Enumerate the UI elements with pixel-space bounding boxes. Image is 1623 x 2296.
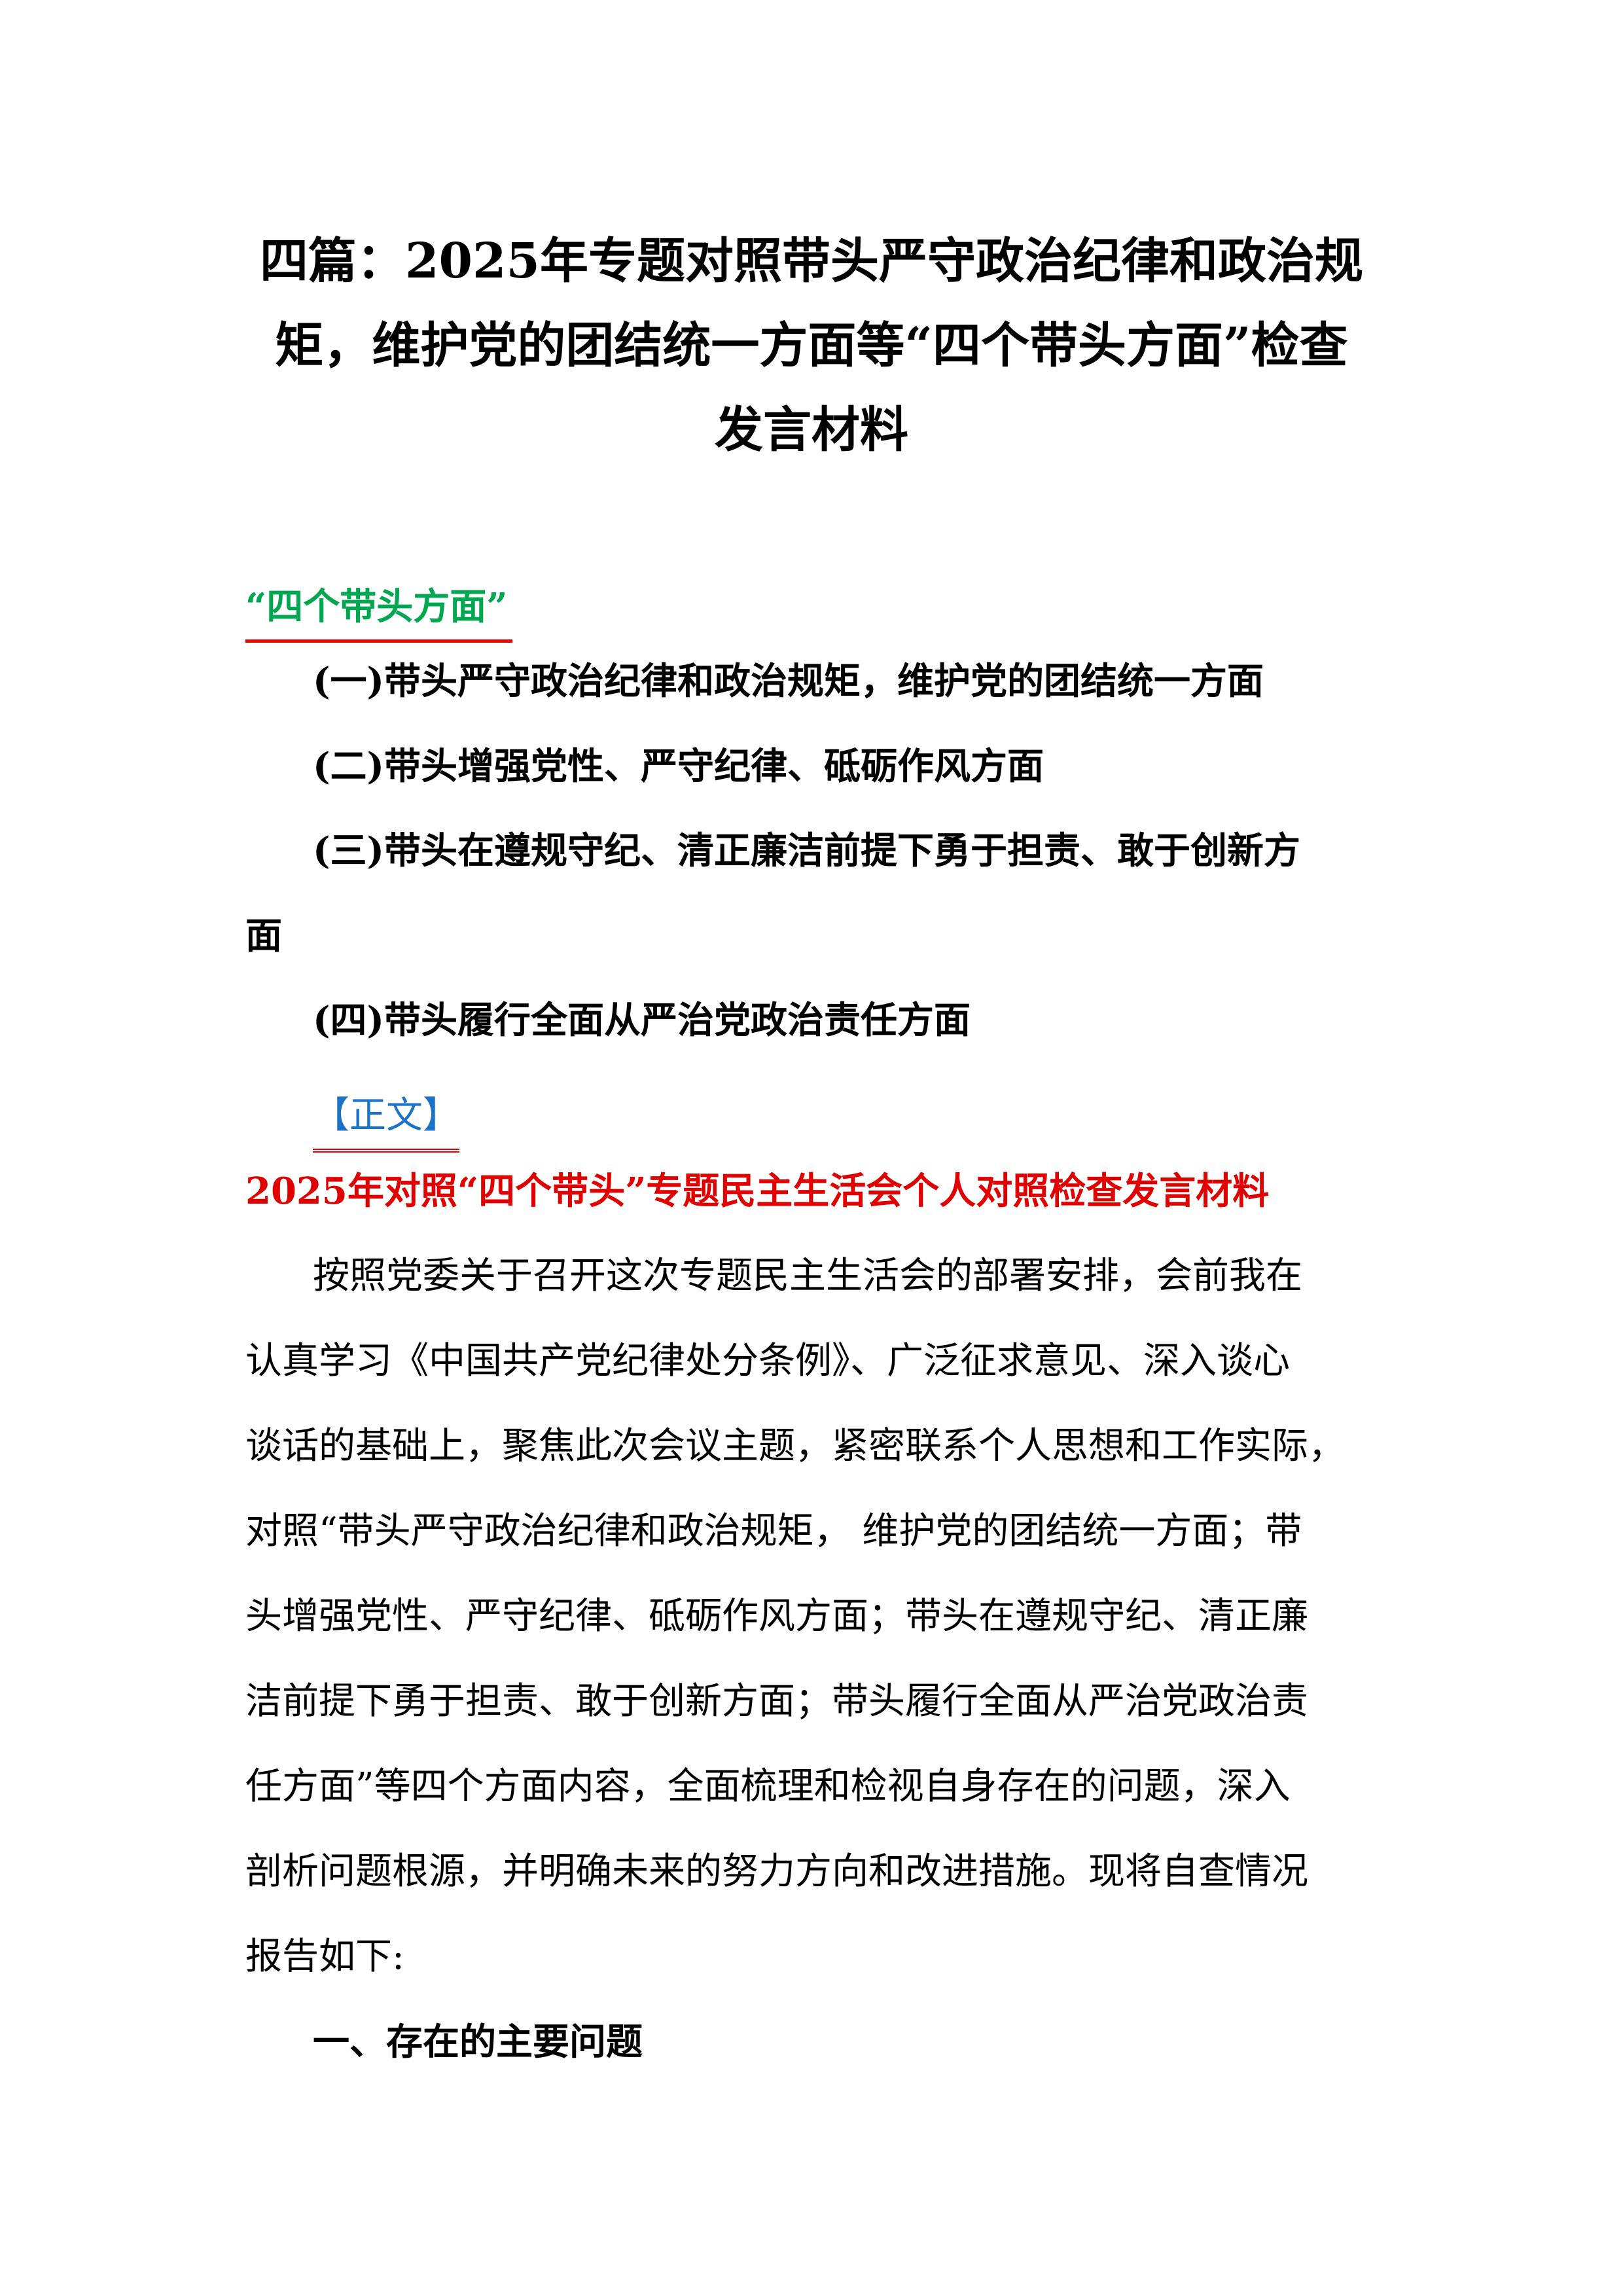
paragraph-line: 洁前提下勇于担责、敢于创新方面；带头履行全面从严治党政治责 bbox=[245, 1680, 1308, 1723]
item-4: (四)带头履行全面从严治党政治责任方面 bbox=[313, 999, 971, 1042]
paragraph-line: 任方面”等四个方面内容，全面梳理和检视自身存在的问题，深入 bbox=[245, 1765, 1291, 1808]
paragraph-line: 头增强党性、严守纪律、砥砺作风方面；带头在遵规守纪、清正廉 bbox=[245, 1595, 1308, 1638]
paragraph-line: 认真学习《中国共产党纪律处分条例》、广泛征求意见、深入谈心 bbox=[245, 1340, 1290, 1382]
item-3: (三)带头在遵规守纪、清正廉洁前提下勇于担责、敢于创新方 bbox=[313, 829, 1300, 872]
item-1: (一)带头严守政治纪律和政治规矩，维护党的团结统一方面 bbox=[313, 660, 1264, 703]
paragraph-line: 按照党委关于召开这次专题民主生活会的部署安排，会前我在 bbox=[313, 1255, 1302, 1297]
item-2: (二)带头增强党性、严守纪律、砥砺作风方面 bbox=[313, 745, 1044, 788]
paragraph-line: 谈话的基础上，聚焦此次会议主题，紧密联系个人思想和工作实际， bbox=[245, 1425, 1345, 1467]
section-label-wrap: “四个带头方面” bbox=[245, 564, 1397, 649]
body-link-wrap: 【正文】 bbox=[313, 1073, 1465, 1158]
paragraph-line: 对照“带头严守政治纪律和政治规矩， 维护党的团结统一方面；带 bbox=[245, 1510, 1302, 1552]
title-line: 矩，维护党的团结统一方面等“四个带头方面”检查 bbox=[275, 317, 1348, 374]
title-line: 四篇：2025年专题对照带头严守政治纪律和政治规 bbox=[260, 233, 1363, 289]
body-link[interactable]: 【正文】 bbox=[313, 1083, 459, 1153]
title-line: 发言材料 bbox=[715, 402, 908, 458]
paragraph-line: 报告如下: bbox=[245, 1935, 404, 1978]
section-heading: 一、存在的主要问题 bbox=[313, 2020, 643, 2064]
section-label: “四个带头方面” bbox=[245, 574, 513, 643]
item-3-continued: 面 bbox=[245, 914, 282, 958]
subtitle: 2025年对照“四个带头”专题民主生活会个人对照检查发言材料 bbox=[245, 1170, 1270, 1213]
paragraph-line: 剖析问题根源，并明确未来的努力方向和改进措施。现将自查情况 bbox=[245, 1850, 1308, 1893]
document-title: 四篇：2025年专题对照带头严守政治纪律和政治规 矩，维护党的团结统一方面等“四… bbox=[236, 219, 1387, 473]
